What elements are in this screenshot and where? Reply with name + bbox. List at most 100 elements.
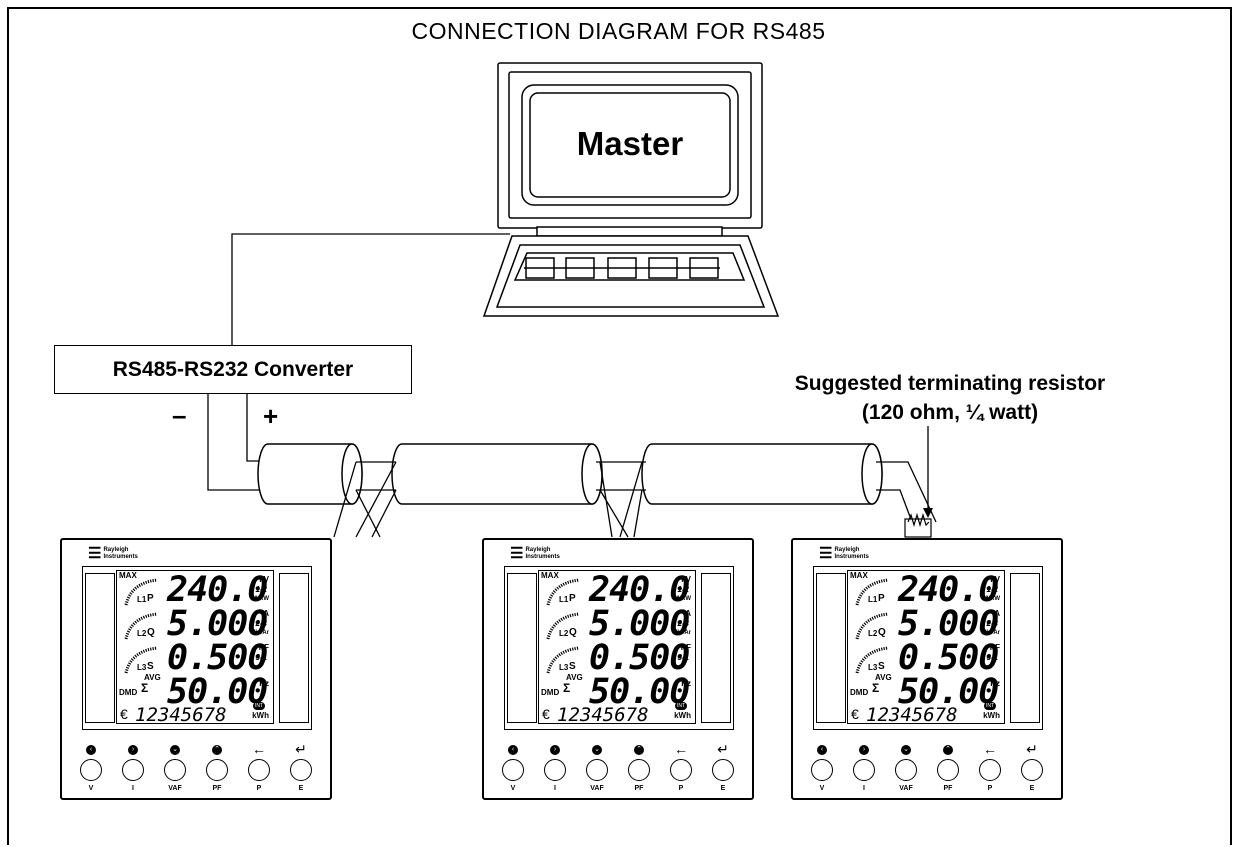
unit-kv: kV (681, 575, 691, 584)
button-e[interactable] (712, 759, 734, 781)
bargraph-icon (855, 612, 889, 640)
ce-mark: € (542, 706, 550, 722)
button-e[interactable] (290, 759, 312, 781)
reading-frequency: 50.00 (589, 672, 690, 712)
shielded-cable (257, 443, 883, 505)
button-pf[interactable] (628, 759, 650, 781)
button-e-label: E (1029, 785, 1035, 792)
bezel-right (1010, 573, 1040, 723)
button-vaf[interactable] (895, 759, 917, 781)
button-i[interactable] (853, 759, 875, 781)
max-label: MAX (119, 571, 137, 580)
button-p[interactable] (979, 759, 1001, 781)
button-row: ‹ V › I ⌄ VAF ⌃ PF ← P ↵ E (502, 742, 738, 793)
lcd-display: MAX L1 P L2 Q L3 S AVG DMD Σ 240.0 5.000… (116, 570, 274, 726)
chevron-left-icon: ‹ (508, 745, 518, 755)
terminating-resistor-icon (904, 512, 932, 538)
sigma-label: Σ (563, 681, 571, 695)
resistor-label-line2: (120 ohm, ¼ watt) (861, 401, 1039, 424)
unit-kwh: kWh (252, 711, 269, 720)
button-pf-label: PF (634, 785, 644, 792)
unit-hz: Hz (259, 679, 269, 688)
button-e[interactable] (1021, 759, 1043, 781)
bezel-right (279, 573, 309, 723)
button-v[interactable] (502, 759, 524, 781)
reading-frequency: 50.00 (898, 672, 999, 712)
int-badge: INT (253, 702, 265, 710)
button-pf[interactable] (206, 759, 228, 781)
button-p-label: P (678, 785, 684, 792)
reading-energy: 12345678 (866, 704, 958, 726)
resistor-label: Suggested terminating resistor (120 ohm,… (720, 369, 1180, 427)
button-i[interactable] (122, 759, 144, 781)
phase-2-3: 2-3 (986, 619, 998, 628)
unit-kwh: kWh (674, 711, 691, 720)
unit-mkvar: MkVAr (672, 630, 691, 636)
chevron-down-icon: ⌄ (592, 745, 602, 755)
diagram-frame (7, 7, 1232, 845)
chevron-down-icon: ⌄ (170, 745, 180, 755)
reading-energy: 12345678 (135, 704, 227, 726)
unit-mkw: MkW (986, 596, 1000, 602)
phase-3-1: 3-1 (255, 653, 267, 662)
bezel-left (507, 573, 537, 723)
unit-a: A (685, 609, 691, 618)
button-p[interactable] (670, 759, 692, 781)
phase-2-3: 2-3 (677, 619, 689, 628)
button-vaf-label: VAF (168, 785, 182, 792)
button-v[interactable] (811, 759, 833, 781)
bezel-left (816, 573, 846, 723)
enter-icon: ↵ (295, 741, 307, 757)
q-label: Q (147, 627, 155, 638)
button-row: ‹ V › I ⌄ VAF ⌃ PF ← P ↵ E (811, 741, 1047, 793)
bezel-right (701, 573, 731, 723)
avg-label: AVG (875, 673, 892, 682)
reading-current: 5.000 (589, 604, 690, 644)
reading-current: 5.000 (898, 604, 999, 644)
brand-line2: Instruments (103, 553, 138, 560)
chevron-right-icon: › (859, 745, 869, 755)
l1-label: L1 (868, 595, 878, 604)
phase-1-2: 1-2 (986, 585, 998, 594)
button-i[interactable] (544, 759, 566, 781)
bargraph-icon (124, 578, 158, 606)
s-label: S (878, 661, 885, 672)
button-p[interactable] (248, 759, 270, 781)
reading-voltage: 240.0 (589, 570, 690, 610)
avg-label: AVG (566, 673, 583, 682)
bargraph-icon (855, 646, 889, 674)
bargraph-icon (546, 612, 580, 640)
chevron-right-icon: › (550, 745, 560, 755)
button-v[interactable] (80, 759, 102, 781)
reading-current: 5.000 (167, 604, 268, 644)
reading-pf: 0.500 (167, 638, 268, 678)
display-bezel: MAX L1 P L2 Q L3 S AVG DMD Σ 240.0 5.000… (813, 566, 1043, 730)
lcd-display: MAX L1 P L2 Q L3 S AVG DMD Σ 240.0 5.000… (538, 570, 696, 726)
ce-mark: € (851, 706, 859, 722)
chevron-left-icon: ‹ (817, 745, 827, 755)
button-v-label: V (819, 785, 825, 792)
unit-mkvar: MkVAr (981, 630, 1000, 636)
button-vaf-label: VAF (590, 785, 604, 792)
reading-energy: 12345678 (557, 704, 649, 726)
button-vaf[interactable] (164, 759, 186, 781)
bargraph-icon (546, 646, 580, 674)
dmd-label: DMD (541, 688, 560, 697)
bargraph-icon (546, 578, 580, 606)
chevron-up-icon: ⌃ (212, 745, 222, 755)
unit-a: A (263, 609, 269, 618)
arrow-left-icon: ← (983, 741, 997, 757)
button-vaf[interactable] (586, 759, 608, 781)
lcd-display: MAX L1 P L2 Q L3 S AVG DMD Σ 240.0 5.000… (847, 570, 1005, 726)
sigma-label: Σ (141, 681, 149, 695)
bargraph-icon (124, 612, 158, 640)
bezel-left (85, 573, 115, 723)
phase-2-3: 2-3 (255, 619, 267, 628)
max-label: MAX (541, 571, 559, 580)
button-pf[interactable] (937, 759, 959, 781)
unit-pf: PF (680, 643, 691, 652)
